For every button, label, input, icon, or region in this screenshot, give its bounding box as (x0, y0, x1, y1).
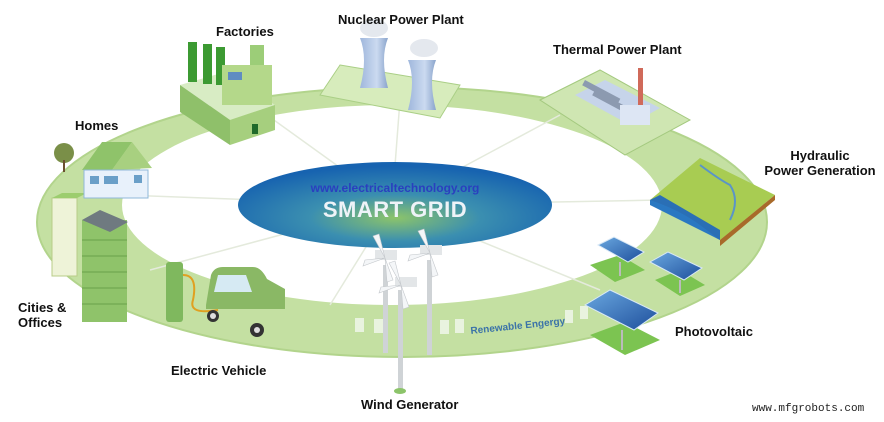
label-cities-line1: Cities & (18, 300, 67, 315)
hub-title: SMART GRID (322, 197, 468, 222)
label-homes: Homes (75, 118, 119, 133)
label-wind-generator: Wind Generator (361, 397, 459, 412)
label-hydraulic-line2: Power Generation (764, 163, 876, 178)
label-cities-offices: Cities & Offices (18, 300, 66, 330)
label-photovoltaic: Photovoltaic (675, 324, 754, 339)
label-thermal-power-plant: Thermal Power Plant (553, 42, 682, 57)
watermark: www.mfgrobots.com (752, 403, 865, 415)
factory-icon (180, 42, 275, 145)
city-buildings-icon (51, 193, 128, 322)
wind-turbines-icon (362, 228, 442, 394)
electric-vehicle-icon (166, 262, 285, 337)
label-factories: Factories (216, 24, 274, 39)
smart-grid-hub (238, 162, 552, 248)
thermal-plant-icon (538, 68, 692, 156)
house-icon (54, 142, 152, 199)
hub-url: www.electricaltechnology.org (310, 181, 480, 195)
label-electric-vehicle: Electric Vehicle (171, 363, 267, 378)
nuclear-plant-icon (319, 19, 461, 119)
label-hydraulic-line1: Hydraulic (790, 148, 850, 163)
label-cities-line2: Offices (18, 315, 63, 330)
hydro-plant-icon (650, 158, 775, 246)
solar-panels-icon (583, 236, 705, 355)
label-hydraulic: Hydraulic Power Generation (760, 148, 880, 178)
label-nuclear-power-plant: Nuclear Power Plant (338, 12, 464, 27)
